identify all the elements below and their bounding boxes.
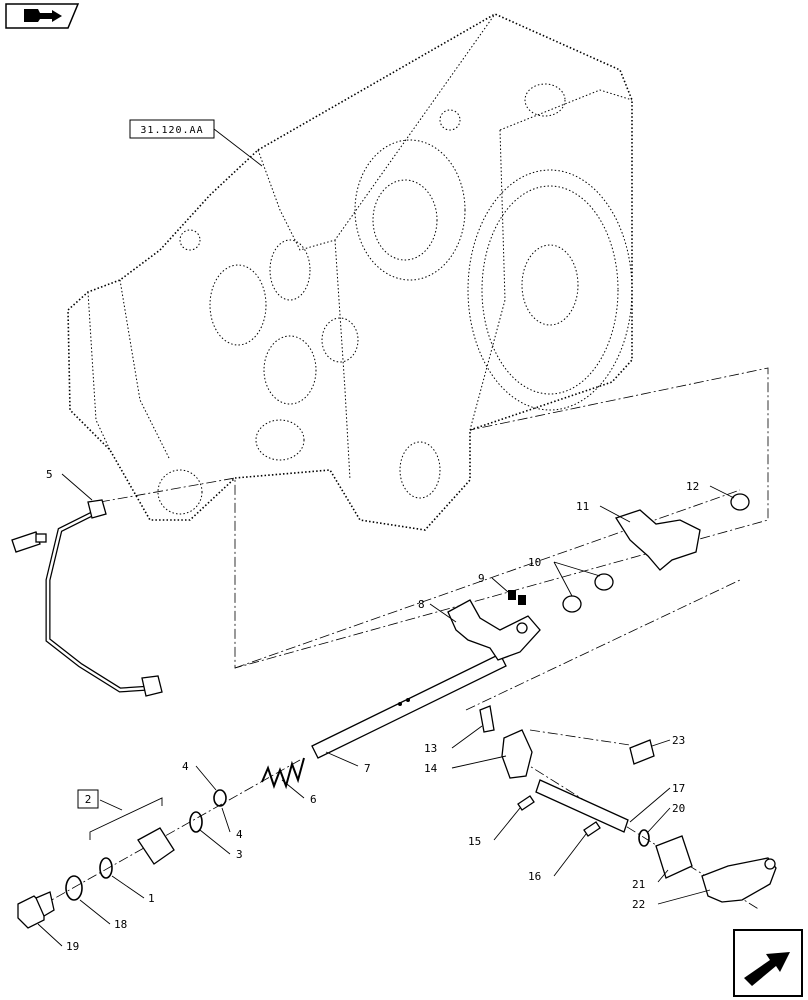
spring bbox=[261, 757, 305, 790]
shift-fork-8 bbox=[447, 599, 541, 661]
callout-14: 14 bbox=[424, 762, 438, 775]
callout-1: 1 bbox=[148, 892, 155, 905]
callout-16: 16 bbox=[528, 870, 541, 883]
bushing-12 bbox=[730, 493, 750, 511]
callout-7: 7 bbox=[364, 762, 371, 775]
book-nav-icon[interactable] bbox=[5, 3, 80, 29]
callout-11: 11 bbox=[576, 500, 589, 513]
external-lever bbox=[701, 857, 777, 903]
sleeve-1 bbox=[137, 827, 175, 865]
snap-rings-4 bbox=[213, 789, 227, 807]
callout-8: 8 bbox=[418, 598, 425, 611]
callout-21: 21 bbox=[632, 878, 645, 891]
bushings bbox=[562, 573, 614, 613]
callout-15: 15 bbox=[468, 835, 481, 848]
callout-17: 17 bbox=[672, 782, 685, 795]
plug-19 bbox=[17, 891, 55, 929]
callout-3: 3 bbox=[236, 848, 243, 861]
callout-22: 22 bbox=[632, 898, 645, 911]
callout-13: 13 bbox=[424, 742, 437, 755]
reference-label: 31.120.AA bbox=[140, 125, 203, 136]
callout-19: 19 bbox=[66, 940, 79, 953]
callout-4a: 4 bbox=[182, 760, 189, 773]
o-ring-3 bbox=[189, 811, 203, 833]
screw-23 bbox=[629, 739, 655, 765]
o-ring-18 bbox=[65, 857, 113, 901]
reference-callout[interactable]: 31.120.AA bbox=[129, 119, 263, 167]
control-shaft bbox=[535, 779, 629, 833]
callouts: 5 4 4 3 1 18 19 6 7 8 9 10 11 12 13 14 1 bbox=[37, 468, 735, 953]
selector-shaft bbox=[311, 653, 507, 759]
oil-pipe bbox=[11, 499, 163, 697]
lever-13-14 bbox=[479, 705, 533, 779]
roll-pins bbox=[517, 795, 601, 837]
next-page-icon[interactable] bbox=[733, 929, 803, 997]
shift-fork-11 bbox=[615, 509, 701, 571]
bushing-21 bbox=[655, 835, 693, 879]
callout-5: 5 bbox=[46, 468, 53, 481]
assembly-axis-lines bbox=[24, 367, 769, 916]
group-bracket-2 bbox=[89, 797, 163, 840]
group-callout-2[interactable]: 2 bbox=[77, 789, 99, 809]
callout-18: 18 bbox=[114, 918, 127, 931]
callout-4b: 4 bbox=[236, 828, 243, 841]
snap-ring-20 bbox=[638, 829, 650, 847]
callout-6: 6 bbox=[310, 793, 317, 806]
callout-20: 20 bbox=[672, 802, 685, 815]
set-screws bbox=[508, 590, 526, 605]
group-label: 2 bbox=[85, 793, 92, 806]
callout-10: 10 bbox=[528, 556, 541, 569]
callout-23: 23 bbox=[672, 734, 685, 747]
callout-12: 12 bbox=[686, 480, 699, 493]
transmission-housing bbox=[67, 13, 633, 531]
callout-9: 9 bbox=[478, 572, 485, 585]
